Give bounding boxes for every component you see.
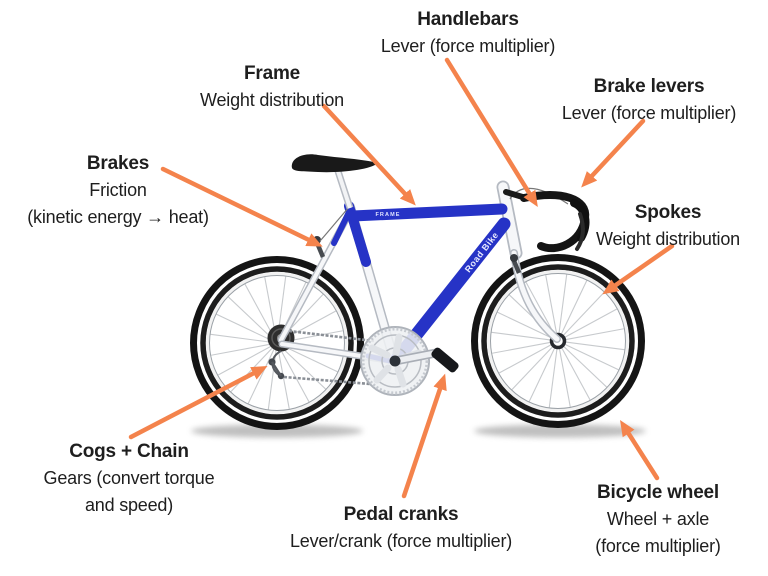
label-brake-levers-title: Brake levers [593,76,705,97]
label-pedal-cranks-title: Pedal cranks [343,504,459,525]
label-cogs-chain-desc1: Gears (convert torque [43,468,215,488]
rear-wheel [190,256,364,430]
arrow-brakes [160,166,323,247]
arrow-brake-levers [581,118,646,188]
handlebar [503,189,590,253]
arrow-handlebars [444,57,538,208]
label-brakes-title: Brakes [86,153,150,174]
label-handlebars-title: Handlebars [417,9,519,30]
arrow-frame [321,103,416,206]
arrow-cogs-chain [128,366,268,440]
label-handlebars: Handlebars Lever (force multiplier) [381,6,555,60]
label-bicycle-wheel-desc2: (force multiplier) [595,536,721,556]
frame-top-tube: FRAME [347,203,508,222]
label-frame-desc: Weight distribution [200,90,344,110]
label-spokes-desc: Weight distribution [596,229,740,249]
label-brakes-desc1: Friction [89,180,147,200]
top-tube-decal: FRAME [375,212,400,218]
rear-wheel-shadow [191,424,363,438]
label-frame: Frame Weight distribution [200,60,344,114]
label-brake-levers-desc: Lever (force multiplier) [561,103,737,123]
saddle [291,154,378,173]
label-bicycle-wheel: Bicycle wheel Wheel + axle (force multip… [595,479,721,560]
label-frame-title: Frame [243,63,301,84]
label-handlebars-desc: Lever (force multiplier) [380,36,556,56]
chain [283,329,375,386]
label-bicycle-wheel-desc1: Wheel + axle [606,509,710,529]
label-brakes-desc2: (kinetic energy → heat) [27,207,209,227]
label-spokes: Spokes Weight distribution [596,199,740,253]
label-cogs-chain: Cogs + Chain Gears (convert torque and s… [44,438,215,519]
arrow-spokes [602,243,675,295]
label-brakes: Brakes Friction (kinetic energy → heat) [27,150,209,231]
label-brake-levers: Brake levers Lever (force multiplier) [562,73,736,127]
label-cogs-chain-desc2: and speed) [84,495,174,515]
label-cogs-chain-title: Cogs + Chain [69,441,189,462]
front-wheel [471,254,645,428]
pedal [431,347,459,373]
front-wheel-shadow [474,424,646,438]
annotation-arrows [128,57,675,499]
label-spokes-title: Spokes [634,202,702,223]
label-bicycle-wheel-title: Bicycle wheel [596,482,720,503]
down-tube-decal: Road Bike [463,230,501,274]
crankset [360,326,459,396]
label-pedal-cranks-desc: Lever/crank (force multiplier) [289,531,513,551]
seatpost [333,166,354,210]
label-pedal-cranks: Pedal cranks Lever/crank (force multipli… [290,501,512,555]
arrow-bicycle-wheel [620,420,660,481]
arrow-pedal-cranks [401,373,447,499]
